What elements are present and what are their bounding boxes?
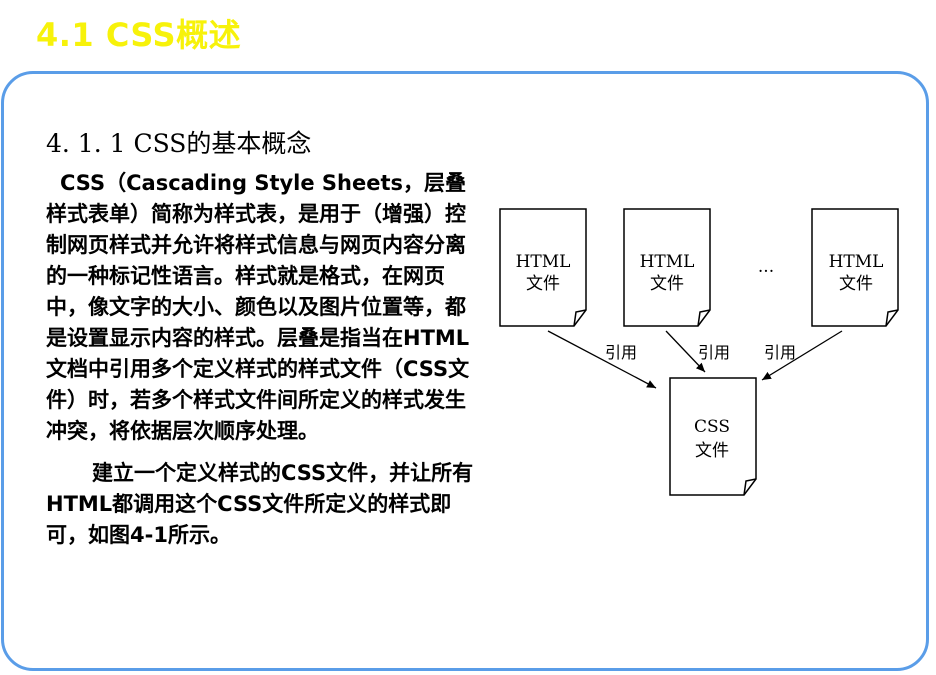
paragraph-1: CSS（Cascading Style Sheets，层叠样式表单）简称为样式表… bbox=[46, 168, 478, 447]
html-document-1-label-line1: HTML bbox=[516, 252, 571, 272]
html-document-2-label-line1: HTML bbox=[640, 252, 695, 272]
html-document-3: HTML 文件 bbox=[811, 208, 899, 327]
document-fold bbox=[573, 309, 587, 327]
document-fold bbox=[885, 309, 899, 327]
document-shape bbox=[811, 208, 899, 327]
html-document-1: HTML 文件 bbox=[499, 208, 587, 327]
paragraph-2-text: 建立一个定义样式的CSS文件，并让所有HTML都调用这个CSS文件所定义的样式即… bbox=[46, 461, 474, 547]
document-fold bbox=[743, 478, 757, 496]
paragraph-2: 建立一个定义样式的CSS文件，并让所有HTML都调用这个CSS文件所定义的样式即… bbox=[46, 458, 478, 551]
html-document-2-label-line2: 文件 bbox=[650, 274, 684, 294]
document-shape bbox=[623, 208, 711, 327]
reference-arrow-3 bbox=[761, 330, 843, 381]
content-frame bbox=[1, 71, 929, 671]
section-heading: 4. 1. 1 CSS的基本概念 bbox=[46, 129, 312, 158]
css-document-label-line1: CSS bbox=[694, 417, 730, 437]
document-shape bbox=[669, 377, 757, 496]
css-document-label-line2: 文件 bbox=[695, 441, 729, 461]
css-document: CSS 文件 bbox=[669, 377, 757, 496]
reference-label-1: 引用 bbox=[605, 343, 637, 362]
reference-label-3: 引用 bbox=[764, 343, 796, 362]
html-document-1-label-line2: 文件 bbox=[526, 274, 560, 294]
reference-arrow-2 bbox=[665, 330, 706, 373]
html-document-2: HTML 文件 bbox=[623, 208, 711, 327]
ellipsis: ... bbox=[758, 257, 774, 277]
reference-label-2: 引用 bbox=[698, 343, 730, 362]
paragraph-1-text: CSS（Cascading Style Sheets，层叠样式表单）简称为样式表… bbox=[46, 171, 470, 443]
html-document-3-label-line2: 文件 bbox=[839, 274, 873, 294]
document-fold bbox=[697, 309, 711, 327]
reference-arrow-1 bbox=[547, 330, 657, 389]
document-shape bbox=[499, 208, 587, 327]
figure-4-1-diagram: HTML 文件 HTML 文件 ... HTML 文件 CSS 文件 引用 引用… bbox=[499, 208, 899, 496]
slide-title: 4.1 CSS概述 bbox=[36, 16, 242, 54]
html-document-3-label-line1: HTML bbox=[829, 252, 884, 272]
